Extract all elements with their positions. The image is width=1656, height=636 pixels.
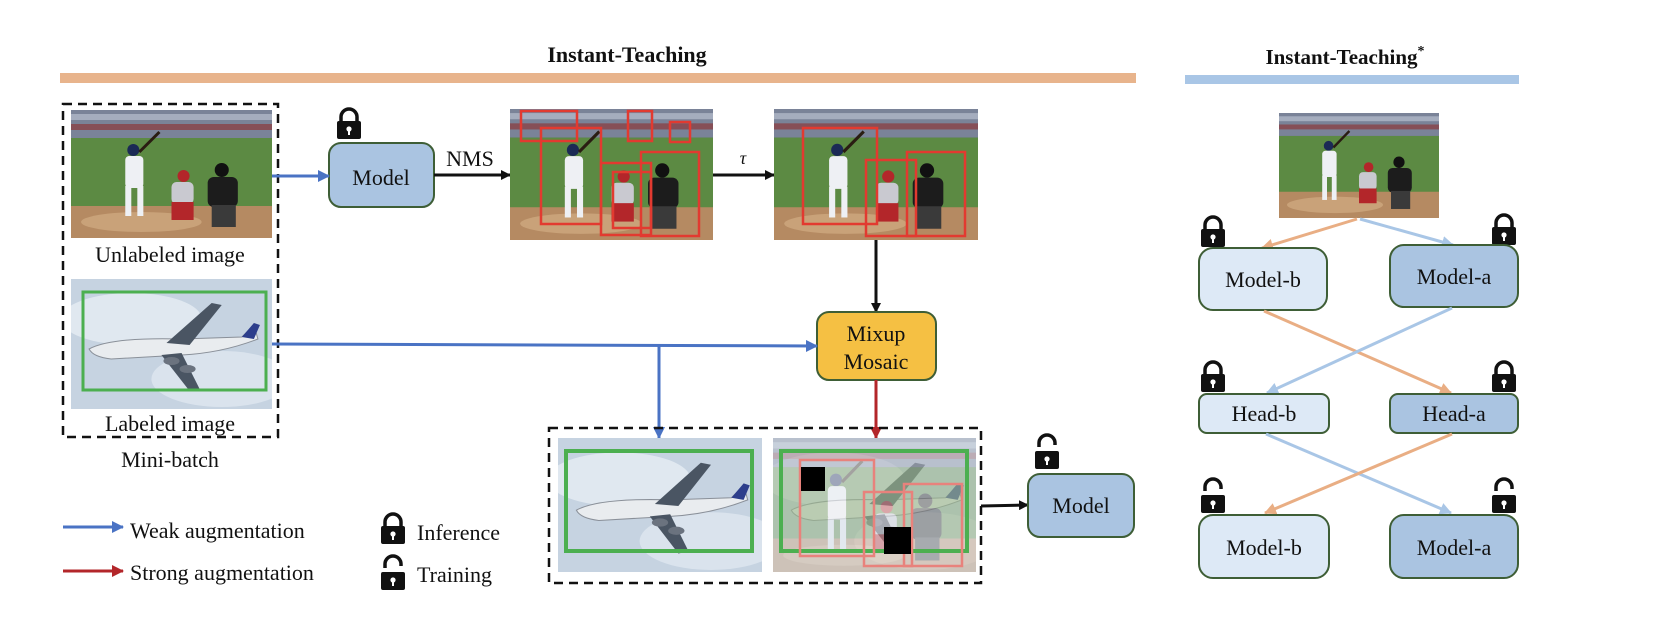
legend-lock-open-icon xyxy=(379,554,407,592)
lock-closed-icon-model-a-top xyxy=(1490,213,1518,247)
model-b-bottom-box xyxy=(1198,514,1330,579)
model-b-bottom-label: Model-b xyxy=(1226,535,1302,560)
model-a-top-label: Model-a xyxy=(1417,264,1492,289)
orange-title-bar xyxy=(60,73,1136,83)
mosaic-cutout-1 xyxy=(801,467,825,491)
model-a-bottom-box xyxy=(1389,514,1519,579)
lock-closed-icon-model-b-top xyxy=(1199,215,1227,249)
mosaic-label: Mosaic xyxy=(844,349,909,374)
head-b-label: Head-b xyxy=(1232,401,1297,426)
lock-closed-icon-head-b xyxy=(1199,360,1227,394)
lock-open-icon-model-a-bottom xyxy=(1490,477,1518,515)
model-label: Model xyxy=(352,165,409,190)
right-input-image xyxy=(1279,113,1439,218)
head-b-box xyxy=(1198,393,1330,434)
weak-arrow-to-mixup xyxy=(271,339,818,352)
legend-weak-label: Weak augmentation xyxy=(130,518,305,543)
cross-arrow-blue-2 xyxy=(1266,306,1453,395)
nms-label: NMS xyxy=(446,146,494,171)
mixup-label: Mixup xyxy=(847,321,906,346)
legend-lock-closed-icon xyxy=(379,512,407,546)
output-airplane-gt-box xyxy=(564,449,754,553)
blue-title-bar xyxy=(1185,75,1519,84)
title-instant-teaching: Instant-Teaching xyxy=(547,42,706,67)
minibatch-label: Mini-batch xyxy=(121,447,219,472)
cross-arrow-blue-1 xyxy=(1359,217,1454,248)
mixed-detection-boxes xyxy=(798,458,964,568)
model-b-top-label: Model-b xyxy=(1225,267,1301,292)
lock-closed-icon xyxy=(335,107,363,141)
legend-inference-label: Inference xyxy=(417,520,500,545)
model-b-top-box xyxy=(1198,247,1328,311)
legend-training-label: Training xyxy=(417,562,492,587)
lock-open-icon-model-b-bottom xyxy=(1199,477,1227,515)
lock-open-icon xyxy=(1033,433,1061,471)
cross-arrow-orange-3 xyxy=(1264,432,1453,515)
unlabeled-image-label: Unlabeled image xyxy=(95,242,245,267)
labeled-gt-box xyxy=(81,290,268,392)
cross-arrow-orange-1 xyxy=(1261,217,1358,251)
title-instant-teaching-star: Instant-Teaching* xyxy=(1265,44,1424,69)
lock-closed-icon-head-a xyxy=(1490,360,1518,394)
legend-strong-label: Strong augmentation xyxy=(130,560,314,585)
head-a-box xyxy=(1389,393,1519,434)
arrow-to-model-out xyxy=(980,500,1029,511)
tau-label: τ xyxy=(740,148,747,168)
output-dashed-box xyxy=(547,426,983,585)
model-out-label: Model xyxy=(1052,493,1109,518)
minibatch-dashed-box xyxy=(61,102,280,439)
model-a-top-box xyxy=(1389,244,1519,308)
model-out-box xyxy=(1027,473,1135,538)
unlabeled-image xyxy=(71,110,272,238)
mosaic-cutout-2 xyxy=(884,527,911,554)
model-a-bottom-label: Model-a xyxy=(1417,535,1492,560)
labeled-image-label: Labeled image xyxy=(105,411,235,436)
filtered-boxes xyxy=(801,126,967,238)
detection-boxes xyxy=(519,109,701,238)
head-a-label: Head-a xyxy=(1422,401,1486,426)
